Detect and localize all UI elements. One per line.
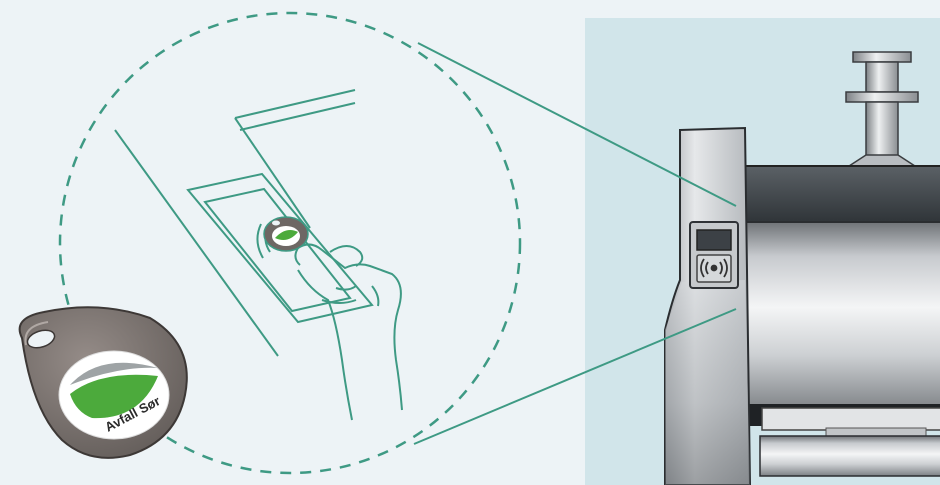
card-reader	[690, 222, 738, 288]
machine-top-band	[745, 166, 940, 224]
machine-drawer	[748, 404, 940, 476]
keyfob-in-hand	[264, 217, 308, 251]
machine-drum	[745, 222, 940, 412]
keyfob-tag: Avfall Sør	[20, 307, 187, 458]
